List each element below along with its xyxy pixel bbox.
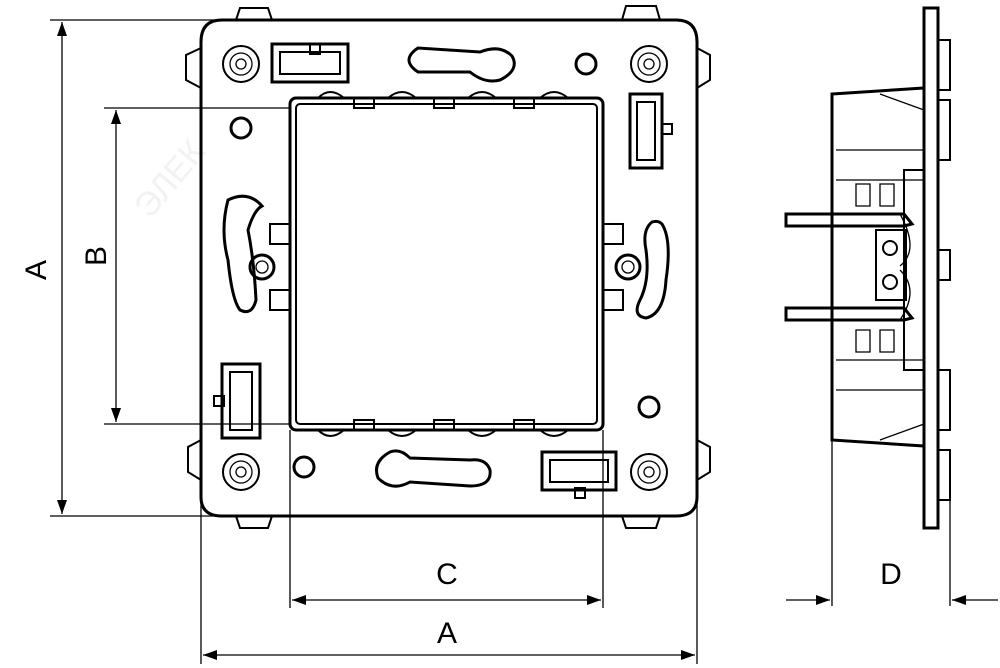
keyhole-slots [222,46,670,488]
dimension-b-vertical-label: B [80,246,113,266]
dimension-d-horizontal [786,440,998,606]
rectangular-slots [213,42,673,499]
dimension-a-vertical [50,19,222,517]
dimension-d-horizontal-label: D [880,558,902,591]
center-module-opening [248,91,642,437]
dimension-b-vertical [104,107,290,425]
dimension-a-horizontal [200,500,698,664]
corner-screw-holes [222,45,668,491]
dimension-a-vertical-label: A [20,260,53,280]
dimension-c-horizontal-label: C [436,558,458,591]
small-round-holes [229,52,661,479]
dimension-c-horizontal [289,430,604,608]
front-view-frame [185,5,711,529]
side-view-profile [784,6,951,530]
dimension-a-horizontal-label: A [437,617,457,650]
